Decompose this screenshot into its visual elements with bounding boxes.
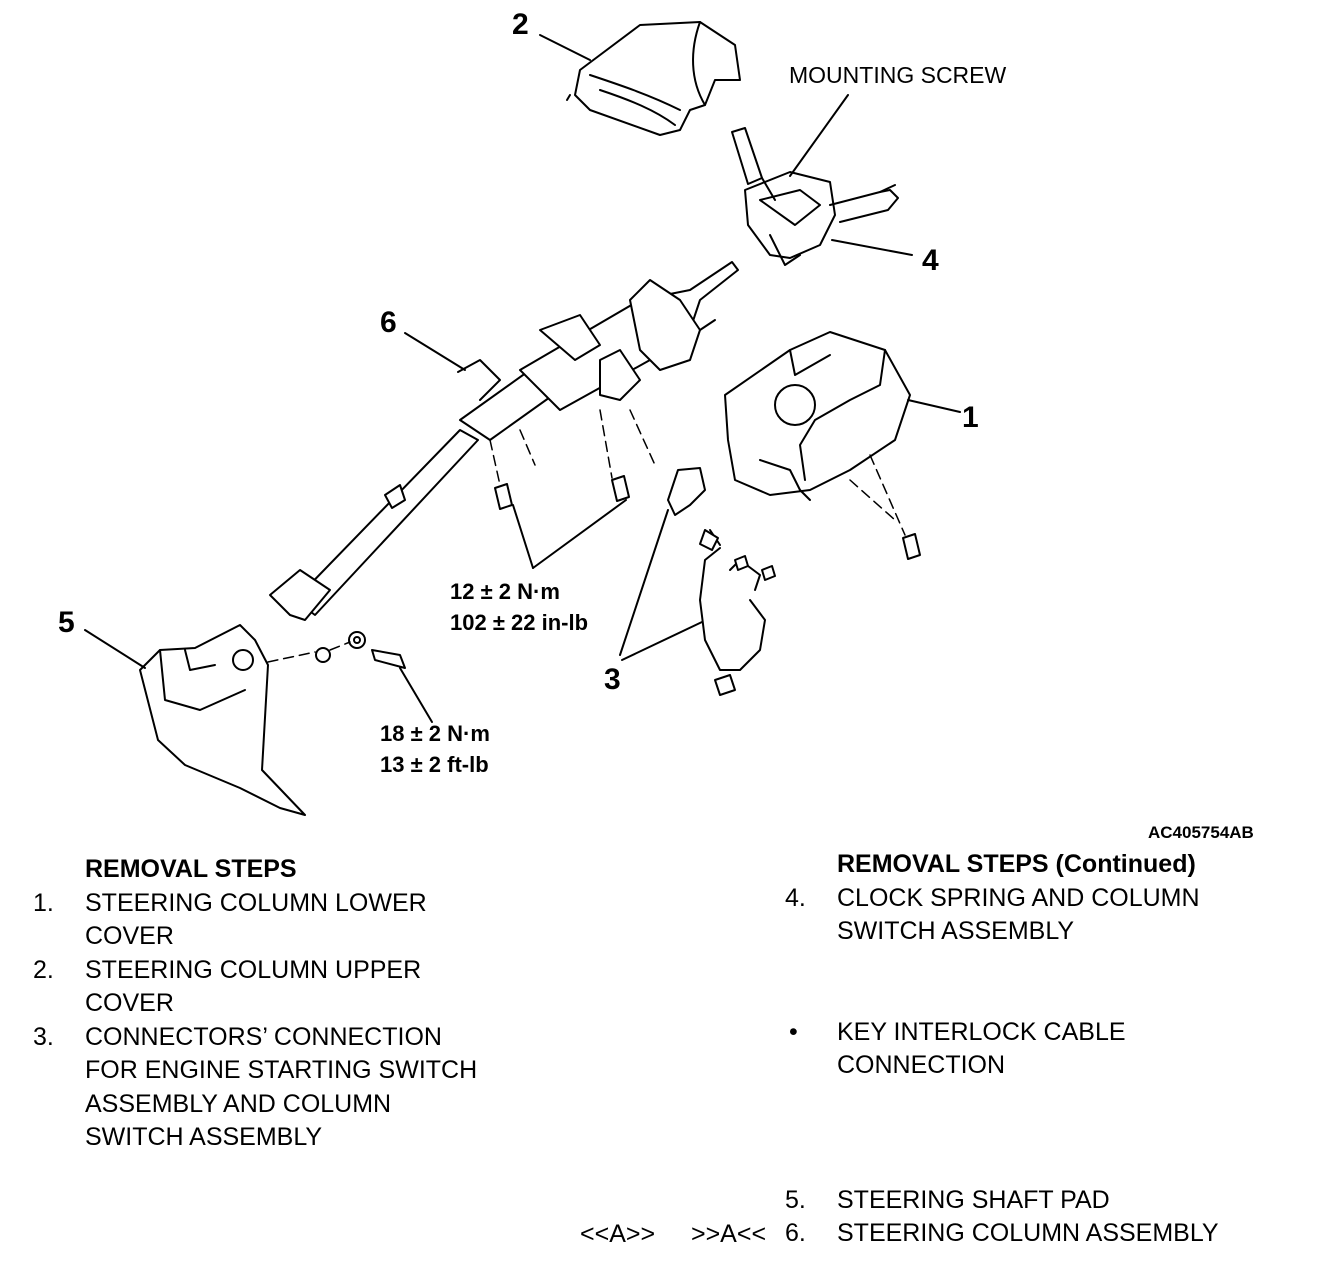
torque-spec-upper: 12 ± 2 N·m 102 ± 22 in-lb	[450, 576, 588, 638]
torque-lower-imperial: 13 ± 2 ft-lb	[380, 752, 489, 777]
step-item: • KEY INTERLOCK CABLE CONNECTION	[785, 1016, 1305, 1083]
step-text: STEERING COLUMN UPPER COVER	[85, 955, 422, 1018]
step-number: 5.	[785, 1185, 806, 1214]
callout-6: 6	[380, 306, 397, 339]
step-text: CONNECTORS’ CONNECTION FOR ENGINE STARTI…	[85, 1022, 478, 1152]
step-number: 2.	[33, 955, 54, 984]
connector-harness-part	[667, 467, 776, 696]
callout-5: 5	[58, 606, 75, 639]
callout-3: 3	[604, 663, 621, 696]
step-text: KEY INTERLOCK CABLE CONNECTION	[837, 1017, 1126, 1080]
install-reference-mark: <<A>>	[580, 1220, 656, 1248]
callout-2: 2	[512, 8, 529, 41]
callout-1: 1	[962, 401, 979, 434]
reference-marks: <<A>> >>A<<	[580, 1220, 766, 1249]
step-item: 2. STEERING COLUMN UPPER COVER	[33, 954, 593, 1021]
exploded-view-illustration	[84, 21, 961, 816]
column-switch-part	[731, 127, 899, 266]
step-text: STEERING COLUMN LOWER COVER	[85, 888, 427, 951]
upper-cover-part	[566, 21, 741, 136]
fasteners	[315, 475, 921, 669]
torque-lower-metric: 18 ± 2 N·m	[380, 721, 490, 746]
leader-lines	[84, 34, 961, 723]
remove-reference-mark: >>A<<	[690, 1220, 767, 1248]
alignment-lines	[267, 409, 906, 663]
step-item: 4. CLOCK SPRING AND COLUMN SWITCH ASSEMB…	[785, 882, 1305, 949]
step-item: 1. STEERING COLUMN LOWER COVER	[33, 887, 593, 954]
step-number: 1.	[33, 888, 54, 917]
bullet-marker: •	[789, 1017, 798, 1046]
step-text: STEERING SHAFT PAD	[837, 1185, 1110, 1214]
step-number: 4.	[785, 883, 806, 912]
step-item: 5. STEERING SHAFT PAD	[785, 1184, 1305, 1218]
torque-upper-imperial: 102 ± 22 in-lb	[450, 610, 589, 635]
mounting-screw-label: MOUNTING SCREW	[789, 62, 1007, 88]
left-removal-steps: REMOVAL STEPS 1. STEERING COLUMN LOWER C…	[33, 853, 593, 1155]
step-number: 3.	[33, 1022, 54, 1051]
lower-cover-part	[724, 331, 911, 501]
step-text: STEERING COLUMN ASSEMBLY	[837, 1219, 1219, 1247]
right-steps-heading: REMOVAL STEPS (Continued)	[837, 850, 1196, 878]
callout-4: 4	[922, 244, 939, 277]
steering-column-part	[269, 261, 739, 621]
step-text: CLOCK SPRING AND COLUMN SWITCH ASSEMBLY	[837, 883, 1200, 946]
figure-id: AC405754AB	[1148, 823, 1254, 842]
step-item: 6. STEERING COLUMN ASSEMBLY	[785, 1217, 1305, 1251]
step-number: 6.	[785, 1219, 806, 1247]
steering-shaft-pad-part	[139, 624, 306, 816]
left-steps-heading: REMOVAL STEPS	[85, 855, 297, 883]
torque-spec-lower: 18 ± 2 N·m 13 ± 2 ft-lb	[380, 718, 490, 780]
torque-upper-metric: 12 ± 2 N·m	[450, 579, 560, 604]
right-removal-steps: REMOVAL STEPS (Continued) 4. CLOCK SPRIN…	[785, 848, 1305, 1251]
step-item: 3. CONNECTORS’ CONNECTION FOR ENGINE STA…	[33, 1021, 593, 1155]
